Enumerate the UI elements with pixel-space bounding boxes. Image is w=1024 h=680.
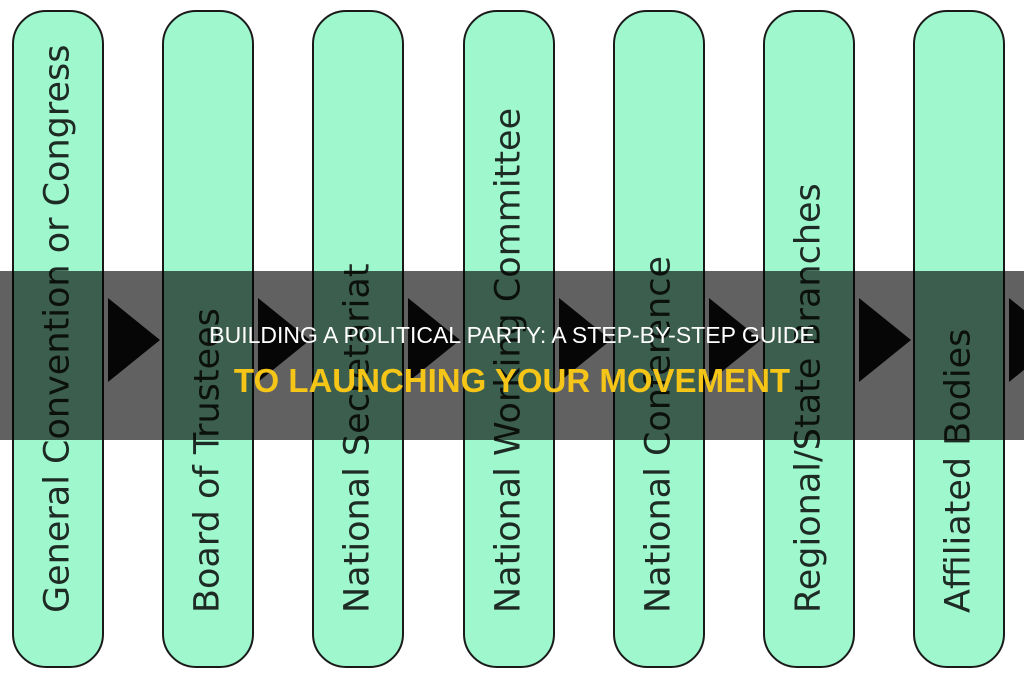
- title-line-1: BUILDING A POLITICAL PARTY: A STEP-BY-ST…: [209, 322, 815, 348]
- title-line-2: TO LAUNCHING YOUR MOVEMENT: [233, 362, 791, 399]
- title-banner: [0, 271, 1024, 440]
